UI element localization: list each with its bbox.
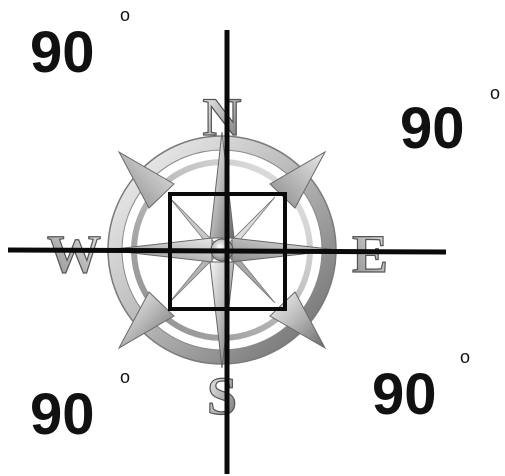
label-north: N — [203, 87, 242, 147]
horizontal-axis-line — [8, 250, 446, 252]
angle-top-right: 90 — [400, 100, 465, 158]
angle-bottom-right: 90 — [372, 366, 437, 424]
degree-symbol-bottom-left: o — [120, 368, 130, 386]
compass-rose: N S E W — [47, 87, 388, 426]
angle-top-left: 90 — [30, 24, 95, 82]
angle-bottom-left: 90 — [30, 386, 95, 444]
label-west: W — [47, 224, 101, 284]
degree-symbol-bottom-right: o — [460, 348, 470, 366]
degree-symbol-top-left: o — [120, 6, 130, 24]
degree-symbol-top-right: o — [490, 84, 500, 102]
label-south: S — [207, 366, 237, 426]
